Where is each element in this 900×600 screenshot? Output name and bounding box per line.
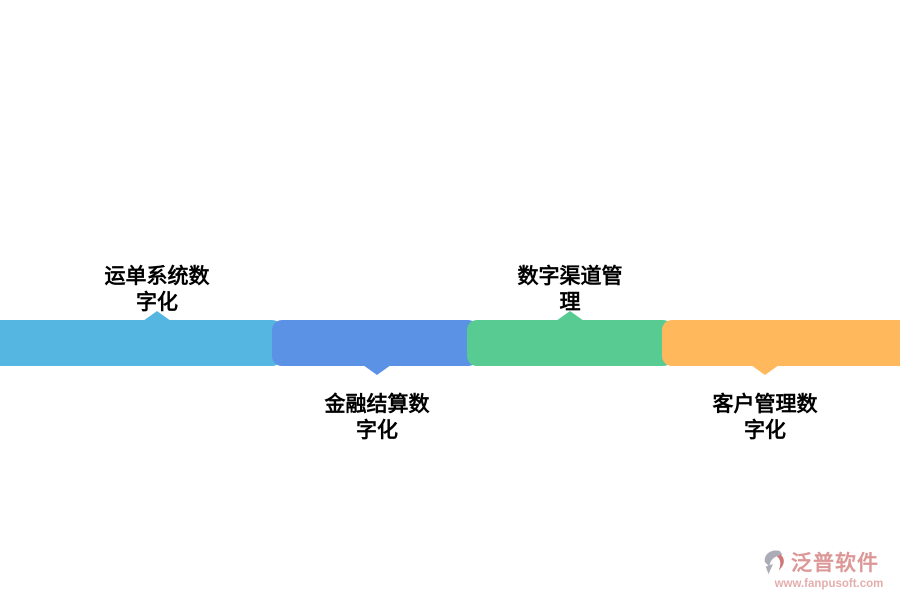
label-line: 运单系统数 — [104, 265, 210, 288]
label-line: 金融结算数 — [324, 393, 430, 416]
fanpu-watermark: 泛普软件 www.fanpusoft.com — [762, 547, 896, 590]
label-line: 数字渠道管 — [517, 265, 623, 288]
fanpu-logo-icon — [762, 548, 788, 576]
segment-digital-channel — [467, 320, 673, 366]
label-line: 理 — [559, 291, 581, 314]
label-waybill-system: 运单系统数 字化 — [47, 264, 267, 316]
label-line: 字化 — [356, 419, 398, 442]
pointer-down-finance-settlement — [363, 365, 391, 375]
label-customer-management: 客户管理数 字化 — [655, 392, 875, 444]
pointer-up-digital-channel — [556, 311, 584, 321]
fanpu-brand-text: 泛普软件 — [791, 552, 879, 575]
segment-waybill-system — [0, 320, 282, 366]
pointer-up-waybill-system — [143, 311, 171, 321]
label-finance-settlement: 金融结算数 字化 — [267, 392, 487, 444]
label-line: 字化 — [744, 419, 786, 442]
fanpu-url-text: www.fanpusoft.com — [774, 578, 884, 590]
segment-customer-management — [662, 320, 900, 366]
segment-finance-settlement — [272, 320, 478, 366]
label-digital-channel: 数字渠道管 理 — [460, 264, 680, 316]
label-line: 客户管理数 — [712, 393, 818, 416]
label-line: 字化 — [136, 291, 178, 314]
pointer-down-customer-management — [751, 365, 779, 375]
